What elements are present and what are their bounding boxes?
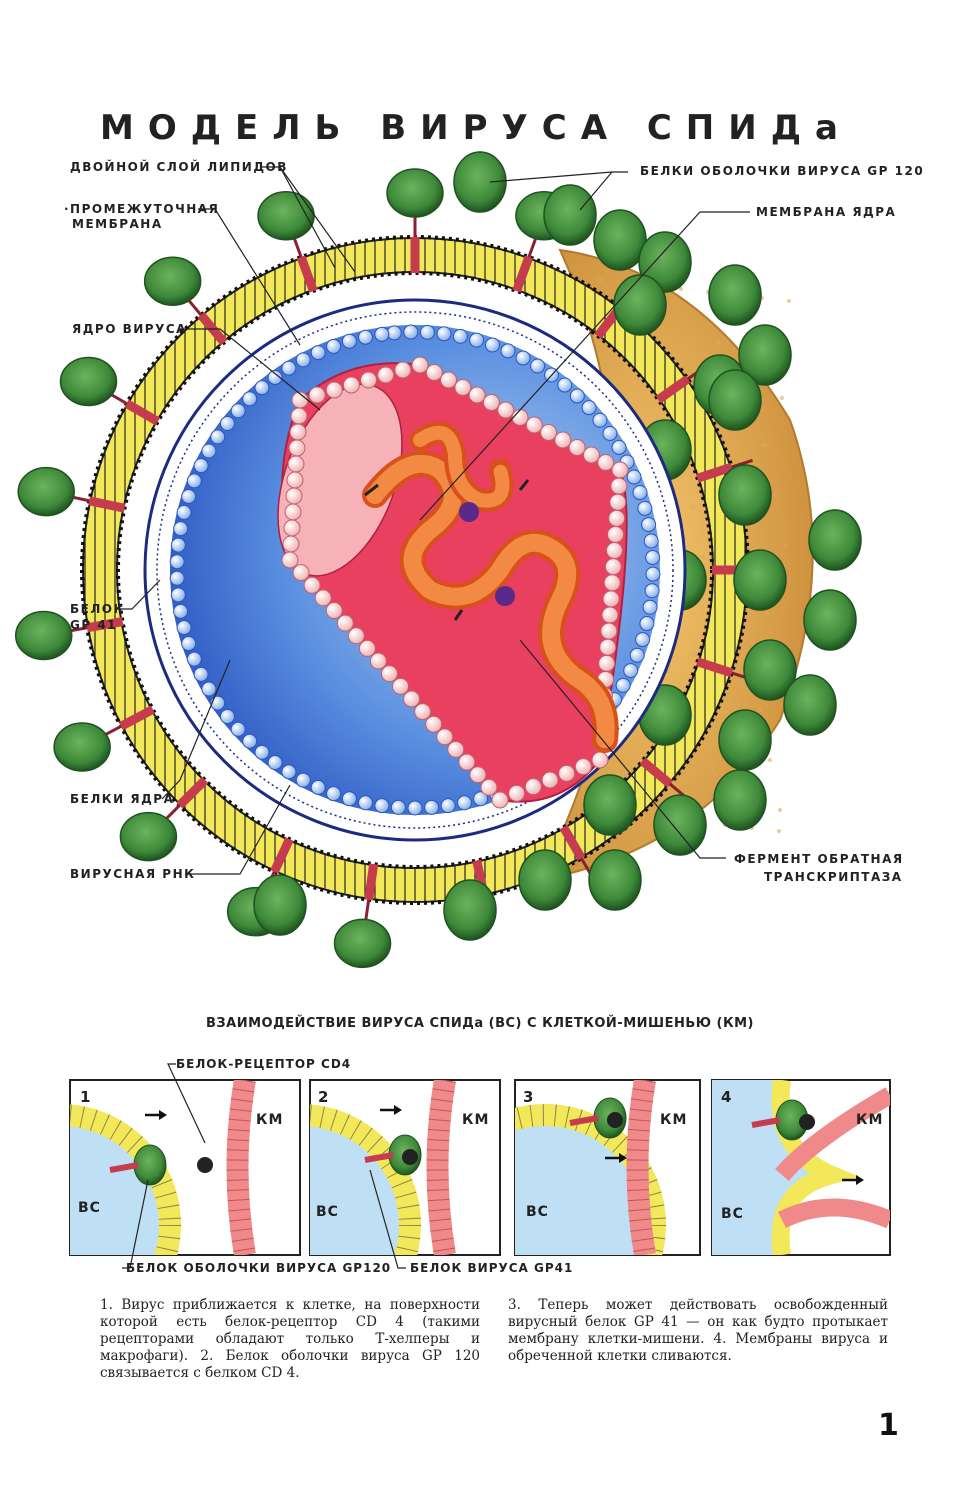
panel-4-cell-label: КМ	[856, 1112, 884, 1128]
gp120-knob	[253, 874, 307, 936]
gp120-knob	[443, 879, 497, 941]
gp120-knob	[613, 274, 667, 336]
page-title: МОДЕЛЬ ВИРУСА СПИДа	[100, 108, 852, 148]
panel-2-virus-label: ВС	[316, 1204, 339, 1220]
gp41-stalk	[696, 657, 734, 678]
gp120-knob	[257, 190, 315, 241]
gp120-knob	[708, 369, 762, 431]
gp120-knob	[593, 209, 647, 271]
gp120-knob	[53, 722, 111, 772]
gp120-knob	[733, 549, 787, 611]
caption-left: 1. Вирус приближается к клетке, на повер…	[100, 1297, 480, 1381]
leader-lines	[118, 166, 750, 875]
interaction-panel-3	[514, 1079, 701, 1256]
gp120-knob	[653, 794, 707, 856]
interaction-subtitle: ВЗАИМОДЕЙСТВИЕ ВИРУСА СПИДа (ВС) С КЛЕТК…	[206, 1016, 754, 1031]
panel-2-cell-label: КМ	[462, 1112, 490, 1128]
gp41-stalk	[270, 837, 294, 874]
gp120-knob	[713, 769, 767, 831]
gp120-knob	[333, 918, 392, 969]
gp41-stalk	[176, 776, 209, 809]
label-cd4-receptor: БЕЛОК-РЕЦЕПТОР CD4	[176, 1057, 352, 1071]
panel-4-number: 4	[721, 1088, 733, 1106]
gp120-knob	[14, 610, 73, 661]
label-reverse-transcriptase-2: ТРАНСКРИПТАЗА	[764, 870, 903, 884]
gp120-knob	[119, 811, 178, 862]
panel-3-virus-label: ВС	[526, 1204, 549, 1220]
gp41-stalk	[655, 375, 691, 404]
page-number: 1	[878, 1408, 899, 1443]
gp120-knob	[708, 264, 762, 326]
panel-1-cell-label: КМ	[256, 1112, 284, 1128]
viral-rna	[362, 421, 619, 753]
gp120-knob	[718, 709, 772, 771]
panel-4-virus-label: ВС	[721, 1206, 744, 1222]
gp120-knob	[386, 168, 444, 218]
label-viral-rna: ВИРУСНАЯ РНК	[70, 867, 196, 881]
gp41-stalk	[86, 617, 124, 633]
panel-3-number: 3	[523, 1088, 535, 1106]
reverse-transcriptase-1	[459, 502, 479, 522]
gp120-knob	[808, 509, 862, 571]
gp41-stalk	[124, 399, 161, 426]
label-intermediate-membrane-2: МЕМБРАНА	[72, 217, 163, 231]
gp120-knob	[783, 674, 837, 736]
gp120-knob	[518, 849, 572, 911]
gp120-knob	[453, 151, 507, 213]
gp41-stalk	[639, 757, 673, 788]
label-envelope-proteins: БЕЛКИ ОБОЛОЧКИ ВИРУСА GP 120	[640, 164, 925, 178]
panel-2-number: 2	[318, 1088, 330, 1106]
label-core-proteins: БЕЛКИ ЯДРА	[70, 792, 175, 806]
label-protein-gp41-2: GP 41	[70, 618, 118, 632]
label-core-membrane: МЕМБРАНА ЯДРА	[756, 205, 897, 219]
gp120-knob	[143, 256, 202, 306]
gp41-stalk	[296, 255, 318, 293]
gp41-stalk	[696, 462, 734, 483]
gp120-knob	[803, 589, 857, 651]
caption-right: 3. Теперь может действовать освобожденны…	[508, 1297, 888, 1364]
interaction-panel-2	[309, 1079, 501, 1256]
gp120-knob	[718, 464, 772, 526]
gp120-knob	[543, 184, 597, 246]
label-virus-core: ЯДРО ВИРУСА	[72, 322, 187, 336]
gp41-stalk	[88, 496, 126, 513]
virus-model-diagram	[14, 151, 862, 969]
gp120-knob	[638, 231, 692, 293]
gp41-stalk	[512, 255, 534, 293]
gp120-knob	[738, 324, 792, 386]
gp41-stalk	[559, 824, 586, 861]
label-intermediate-membrane-1: ·ПРОМЕЖУТОЧНАЯ	[64, 202, 220, 216]
interaction-panel-1	[69, 1079, 301, 1256]
gp41-stalk	[364, 863, 379, 901]
panel-1-virus-label: ВС	[78, 1200, 101, 1216]
gp120-knobs	[14, 151, 862, 969]
label-lipid-bilayer: ДВОЙНОЙ СЛОЙ ЛИПИДОВ	[70, 160, 288, 174]
panel-1-number: 1	[80, 1088, 92, 1106]
gp120-knob	[583, 774, 637, 836]
label-gp120-protein: БЕЛОК ОБОЛОЧКИ ВИРУСА GP120	[126, 1261, 392, 1275]
reverse-transcriptase-2	[495, 586, 515, 606]
label-protein-gp41-1: БЕЛОК	[70, 602, 125, 616]
virus-core	[277, 356, 629, 809]
gp120-knob	[588, 849, 642, 911]
interaction-panel-4	[711, 1079, 891, 1256]
label-reverse-transcriptase-1: ФЕРМЕНТ ОБРАТНАЯ	[734, 852, 904, 866]
gp120-knob	[743, 639, 797, 701]
interaction-panels	[69, 1063, 891, 1269]
gp120-knob	[59, 356, 118, 407]
panel-3-cell-label: КМ	[660, 1112, 688, 1128]
gp120-knob	[17, 466, 75, 517]
gp41-stalk	[118, 705, 155, 731]
label-gp41-protein: БЕЛОК ВИРУСА GP41	[410, 1261, 574, 1275]
